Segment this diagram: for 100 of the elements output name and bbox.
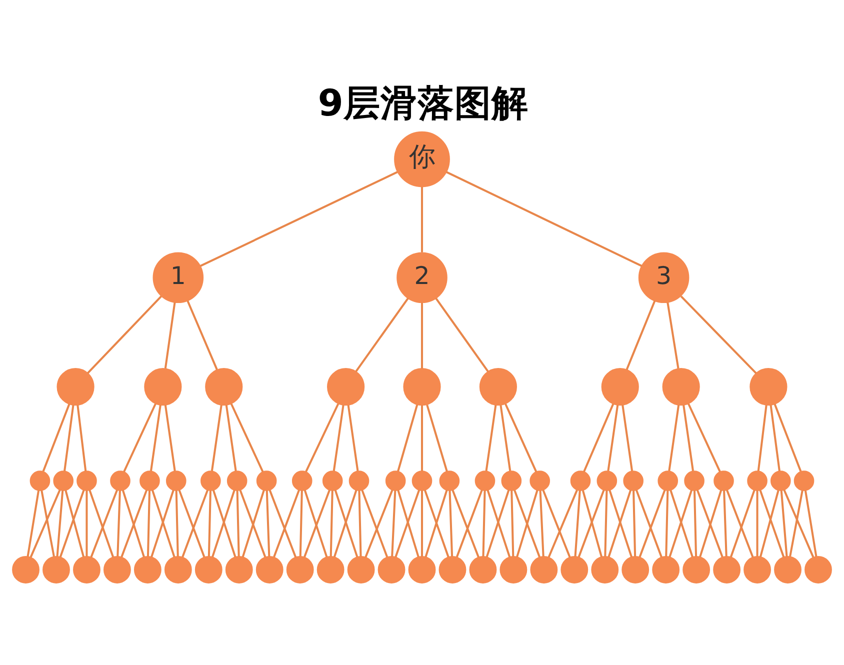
connector [146, 490, 151, 556]
node-circle [714, 470, 734, 490]
connector [420, 302, 424, 368]
connector [123, 402, 156, 472]
node-circle [750, 368, 788, 406]
connector [30, 488, 61, 558]
connector [680, 295, 757, 374]
diagram-title: 9层滑落图解 [318, 80, 528, 124]
connector [504, 402, 538, 472]
connector [116, 490, 121, 556]
node-circle [73, 556, 100, 583]
node-circle [194, 556, 222, 583]
node-circle [327, 368, 365, 406]
node-circle [652, 556, 680, 583]
node-circle [292, 470, 312, 490]
node-circle [103, 556, 131, 583]
node-circle [658, 470, 678, 490]
connector [64, 490, 84, 557]
connector [164, 404, 176, 471]
connector [542, 489, 571, 558]
node-circle [774, 556, 802, 583]
connector [420, 186, 424, 252]
connector [723, 490, 728, 556]
connector [76, 404, 87, 471]
connector [86, 490, 88, 556]
node-circle [479, 368, 517, 406]
connector [774, 403, 802, 472]
node-circle [770, 470, 791, 490]
connector [175, 490, 179, 556]
connector [364, 489, 394, 558]
node-circle [804, 556, 832, 583]
connector [688, 402, 721, 472]
node-circle: 3 [638, 252, 690, 303]
connector [626, 300, 656, 370]
node-circle [30, 470, 50, 490]
node-circle [747, 470, 768, 490]
node-circle [164, 556, 192, 583]
connector [583, 402, 614, 472]
connector [420, 490, 424, 556]
connector [330, 490, 334, 556]
connector [666, 302, 680, 368]
node-circle [140, 470, 160, 490]
connector [273, 489, 300, 557]
connector [759, 489, 785, 557]
node-circle [205, 368, 243, 406]
connector [682, 404, 694, 471]
node-circle: 你 [394, 130, 450, 187]
node-circle [474, 470, 496, 490]
node-circle [76, 470, 97, 490]
node-circle [684, 470, 704, 490]
node-circle [316, 556, 344, 583]
connector [485, 404, 497, 471]
connector [446, 170, 642, 266]
connector [164, 302, 176, 368]
node-circle [200, 470, 221, 490]
connector [347, 404, 359, 471]
connector [391, 490, 396, 556]
connector [210, 404, 222, 471]
connector [435, 297, 489, 372]
connector [40, 490, 55, 556]
connector [426, 404, 448, 472]
node-circle [438, 556, 466, 583]
connector [632, 490, 636, 556]
node-circle [601, 368, 639, 406]
node-circle [322, 470, 343, 490]
connector [456, 489, 483, 557]
node-circle [560, 556, 588, 583]
node-circle [713, 556, 741, 583]
connector [760, 490, 780, 557]
connector [266, 490, 270, 556]
connector [59, 489, 85, 557]
node-circle [144, 368, 182, 406]
connector [574, 490, 581, 556]
connector [42, 403, 70, 472]
node-circle [530, 556, 558, 583]
connector [804, 490, 818, 556]
node-circle [53, 470, 74, 490]
connector [64, 404, 74, 471]
connector [756, 490, 758, 556]
connector [665, 490, 669, 556]
connector [757, 404, 768, 471]
connector [482, 490, 486, 556]
node-circle [622, 556, 650, 583]
node-circle [501, 470, 522, 490]
node-circle [682, 556, 710, 583]
connector [236, 490, 240, 556]
node-circle [56, 368, 94, 406]
connector [789, 490, 804, 556]
node-circle [623, 470, 644, 490]
node-circle [12, 556, 40, 583]
connector [332, 404, 344, 471]
node-circle [225, 556, 253, 583]
node-circle [469, 556, 497, 583]
connector [420, 404, 424, 470]
connector [150, 404, 162, 471]
connector [208, 490, 212, 556]
connector [56, 490, 64, 556]
connector [200, 170, 398, 266]
connector [361, 489, 388, 557]
connector [770, 404, 780, 471]
